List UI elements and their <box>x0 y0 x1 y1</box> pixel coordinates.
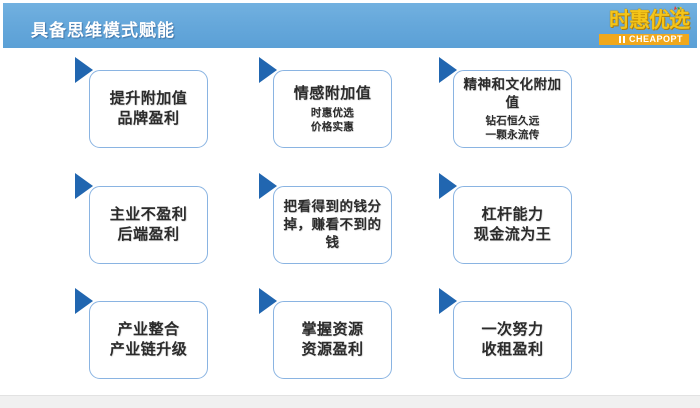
brand-logo-cn-text: 时惠优选 <box>609 9 690 32</box>
card-box[interactable]: 杠杆能力现金流为王 <box>453 186 572 264</box>
card-box[interactable]: 掌握资源资源盈利 <box>273 301 392 379</box>
card-box[interactable]: 情感附加值 时惠优选价格实惠 <box>273 70 392 148</box>
card-subtitle: 时惠优选价格实惠 <box>310 107 355 133</box>
brand-logo-ticks <box>599 34 629 45</box>
brand-logo-bar: CHEAPOPT <box>599 34 689 45</box>
right-triangle-icon <box>259 173 277 199</box>
card-box[interactable]: 一次努力收租盈利 <box>453 301 572 379</box>
header-bar: 具备思维模式赋能 时惠优选 CHEAPOPT <box>3 3 697 48</box>
card-grid: 提升附加值品牌盈利 情感附加值 时惠优选价格实惠 精神和文化附加值 钻石恒久远一… <box>0 48 700 396</box>
brand-logo-en-text: CHEAPOPT <box>629 34 684 44</box>
sparkle-icon <box>674 6 682 11</box>
right-triangle-icon <box>75 288 93 314</box>
card-title: 杠杆能力现金流为王 <box>473 206 552 243</box>
card-title: 提升附加值品牌盈利 <box>109 90 188 127</box>
card-title: 主业不盈利后端盈利 <box>109 206 188 243</box>
page-title: 具备思维模式赋能 <box>31 21 175 40</box>
brand-logo: 时惠优选 CHEAPOPT <box>597 6 690 48</box>
card-box[interactable]: 主业不盈利后端盈利 <box>89 186 208 264</box>
card-box[interactable]: 提升附加值品牌盈利 <box>89 70 208 148</box>
right-triangle-icon <box>259 57 277 83</box>
card-box[interactable]: 产业整合产业链升级 <box>89 301 208 379</box>
card-box[interactable]: 精神和文化附加值 钻石恒久远一颗永流传 <box>453 70 572 148</box>
card-title: 把看得到的钱分掉，赚看不到的钱 <box>283 199 382 250</box>
right-triangle-icon <box>75 57 93 83</box>
right-triangle-icon <box>439 173 457 199</box>
right-triangle-icon <box>439 288 457 314</box>
card-title: 情感附加值 <box>293 85 372 102</box>
right-triangle-icon <box>259 288 277 314</box>
card-title: 一次努力收租盈利 <box>481 321 544 358</box>
card-title: 精神和文化附加值 <box>463 77 562 110</box>
right-triangle-icon <box>75 173 93 199</box>
card-title: 掌握资源资源盈利 <box>301 321 364 358</box>
right-triangle-icon <box>439 57 457 83</box>
card-box[interactable]: 把看得到的钱分掉，赚看不到的钱 <box>273 186 392 264</box>
card-title: 产业整合产业链升级 <box>109 321 188 358</box>
card-subtitle: 钻石恒久远一颗永流传 <box>485 115 540 141</box>
bottom-strip <box>0 395 700 408</box>
